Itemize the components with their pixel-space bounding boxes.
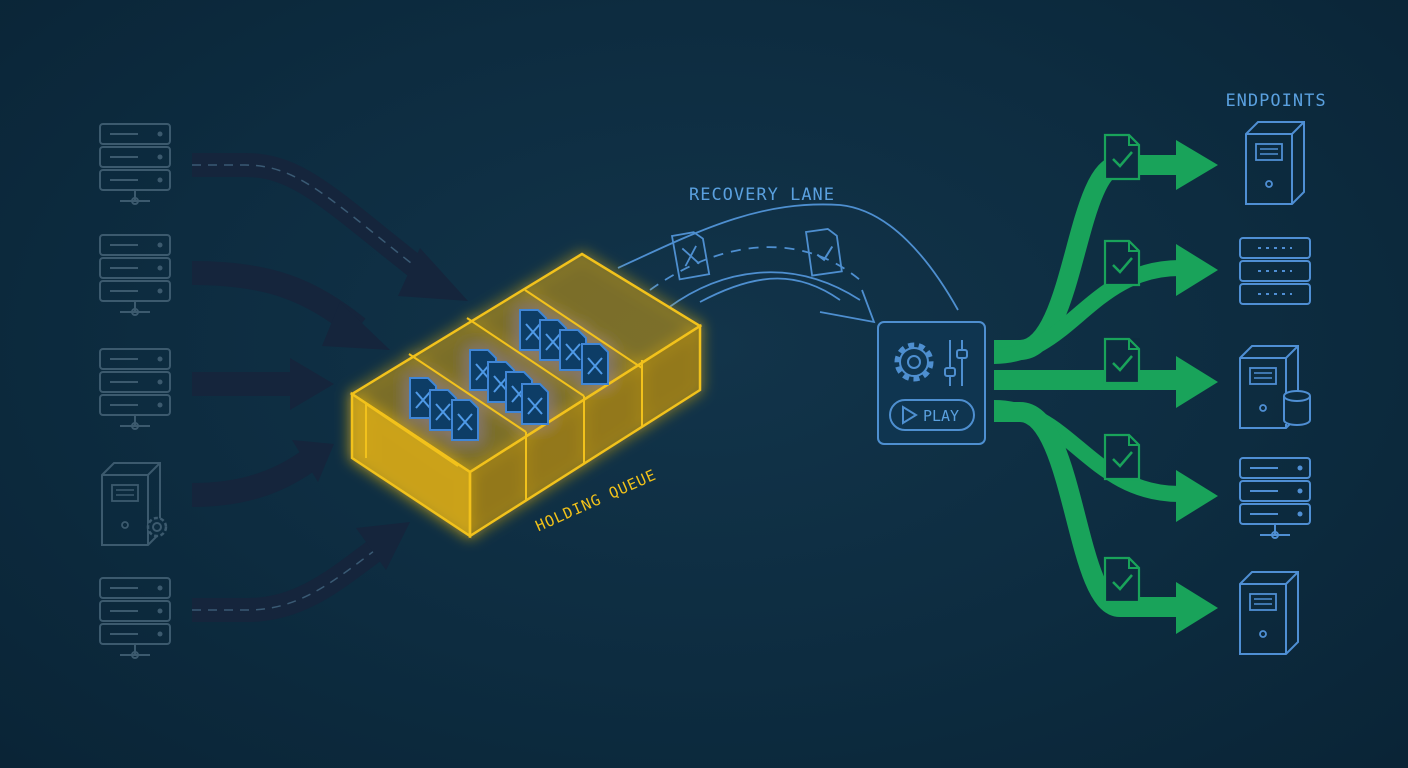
recovery-lane — [617, 203, 959, 324]
recovery-lane-label: RECOVERY LANE — [689, 185, 835, 205]
failed-message-icon — [670, 231, 711, 281]
source-servers — [99, 123, 171, 659]
rack-server-icon — [99, 123, 171, 205]
tower-server-icon — [1239, 571, 1299, 655]
gear-icon — [894, 342, 934, 382]
check-document-icon — [1103, 133, 1141, 181]
sliders-icon — [944, 340, 968, 386]
tower-server-gear-icon — [101, 462, 168, 546]
check-document-icon — [1103, 433, 1141, 481]
rack-server-icon — [1239, 457, 1311, 539]
replay-controller: PLAY — [877, 321, 986, 445]
check-document-icon — [1103, 556, 1141, 604]
play-button-label: PLAY — [923, 407, 959, 425]
recovered-message-icon — [804, 227, 843, 277]
tower-server-database-icon — [1239, 345, 1311, 429]
check-document-icon — [1103, 239, 1141, 287]
holding-queue — [349, 252, 703, 539]
rack-server-icon — [99, 234, 171, 316]
rack-server-icon — [99, 348, 171, 430]
rack-server-icon — [1239, 237, 1311, 305]
endpoints-label: ENDPOINTS — [1225, 91, 1326, 111]
rack-server-icon — [99, 577, 171, 659]
delivered-messages — [1103, 133, 1141, 604]
play-icon — [902, 405, 918, 425]
play-button[interactable]: PLAY — [889, 399, 975, 431]
check-document-icon — [1103, 337, 1141, 385]
endpoint-servers — [1239, 121, 1311, 655]
incoming-arrows — [191, 153, 468, 622]
tower-server-icon — [1245, 121, 1305, 205]
